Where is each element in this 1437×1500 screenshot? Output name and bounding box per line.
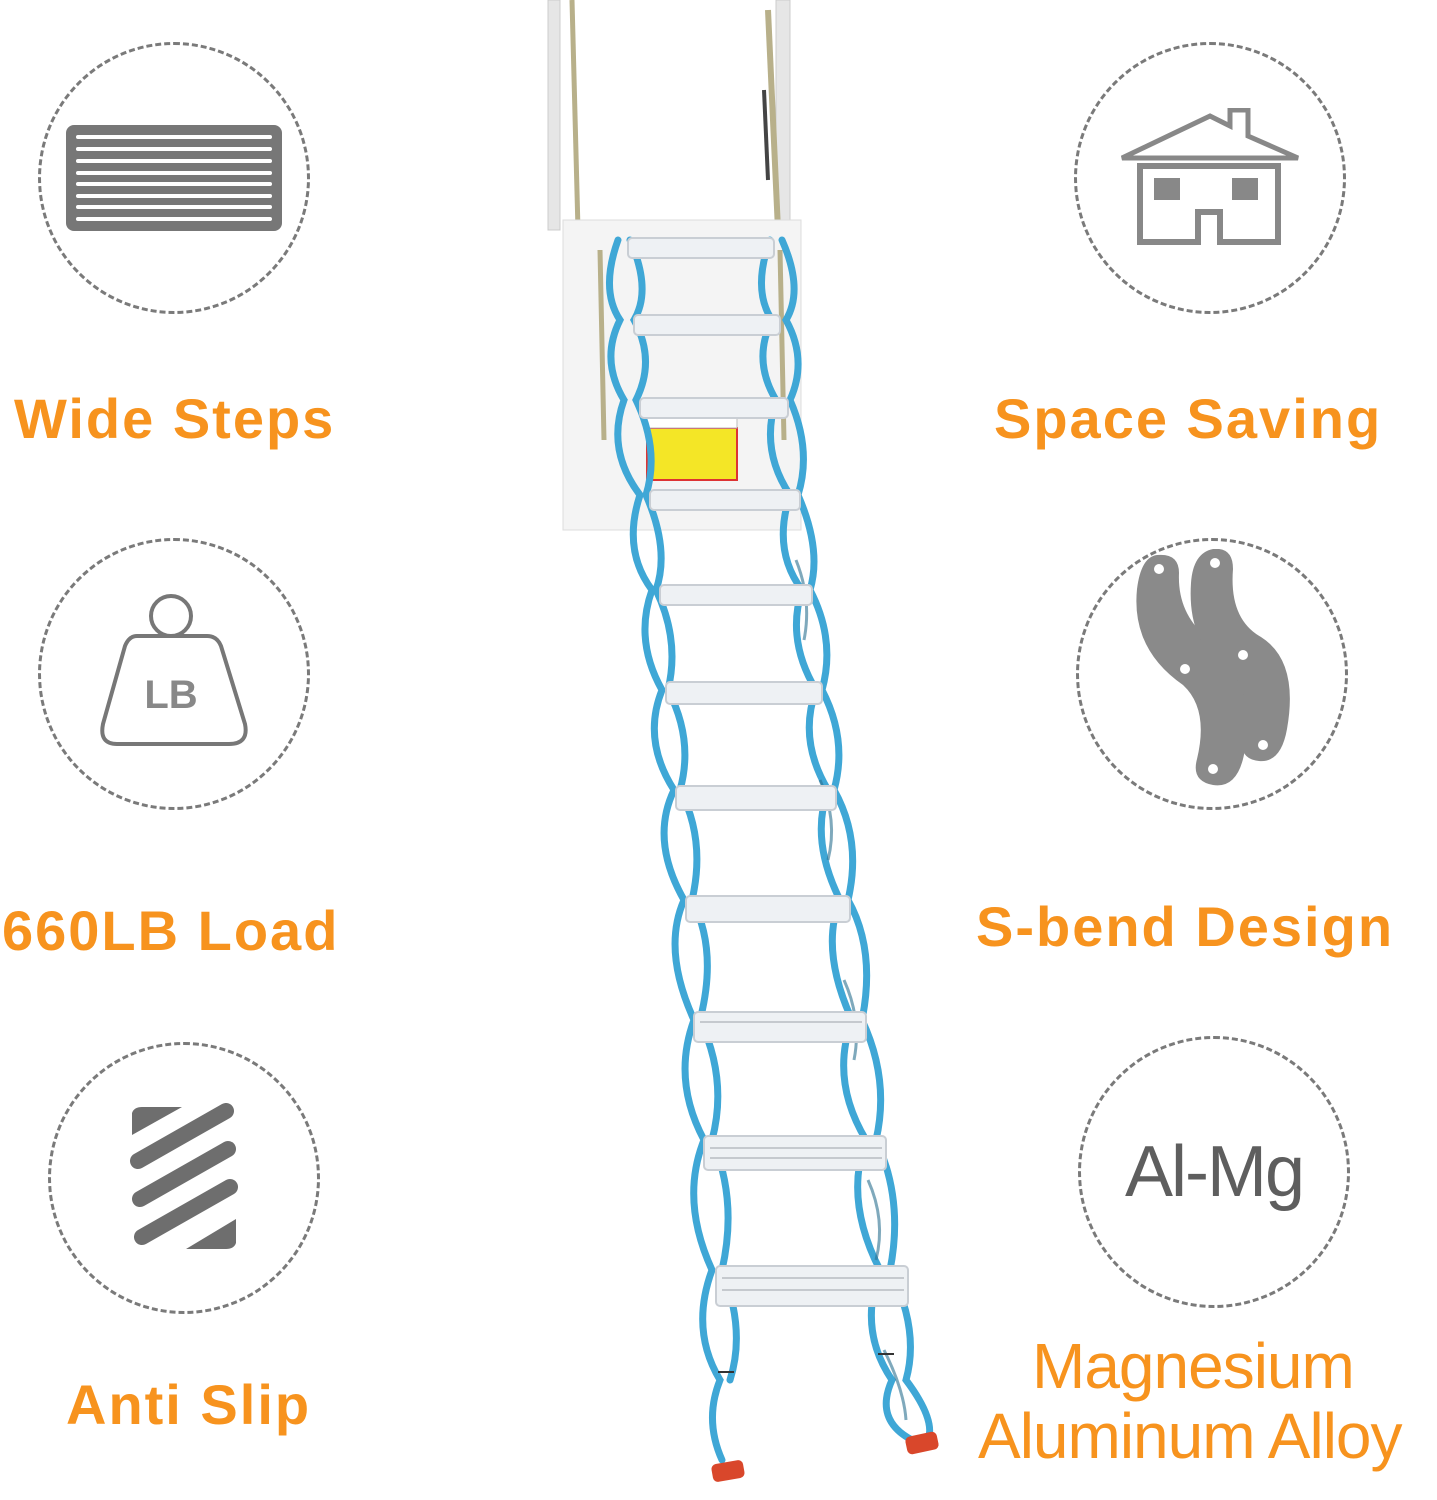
ladder-steps (627, 237, 909, 1307)
attic-ladder-image (547, 0, 939, 1482)
wide-steps-icon (66, 125, 282, 231)
feature-circle-wide-steps (38, 42, 310, 314)
feature-circle-space-saving (1074, 42, 1346, 314)
feature-label-wide-steps: Wide Steps (14, 387, 336, 450)
feature-label-space-saving: Space Saving (994, 387, 1383, 450)
feature-label-anti-slip: Anti Slip (66, 1373, 312, 1436)
feature-label-s-bend: S-bend Design (976, 895, 1395, 958)
al-mg-icon: Al-Mg (1124, 1132, 1305, 1212)
anti-slip-icon (130, 1103, 238, 1249)
s-bend-icon (1136, 549, 1290, 786)
svg-text:LB: LB (144, 673, 197, 717)
feature-circle-s-bend (1076, 538, 1348, 810)
feature-circle-load: LB (38, 538, 310, 810)
feature-label-load: 660LB Load (2, 899, 340, 962)
feature-circle-al-mg: Al-Mg (1078, 1036, 1350, 1308)
feature-label-alloy-line2: Aluminum Alloy (978, 1400, 1402, 1472)
weight-lb-icon: LB (100, 594, 248, 746)
house-icon (1120, 108, 1300, 245)
feature-circle-anti-slip (48, 1042, 320, 1314)
feature-label-alloy-line1: Magnesium (1032, 1330, 1355, 1402)
